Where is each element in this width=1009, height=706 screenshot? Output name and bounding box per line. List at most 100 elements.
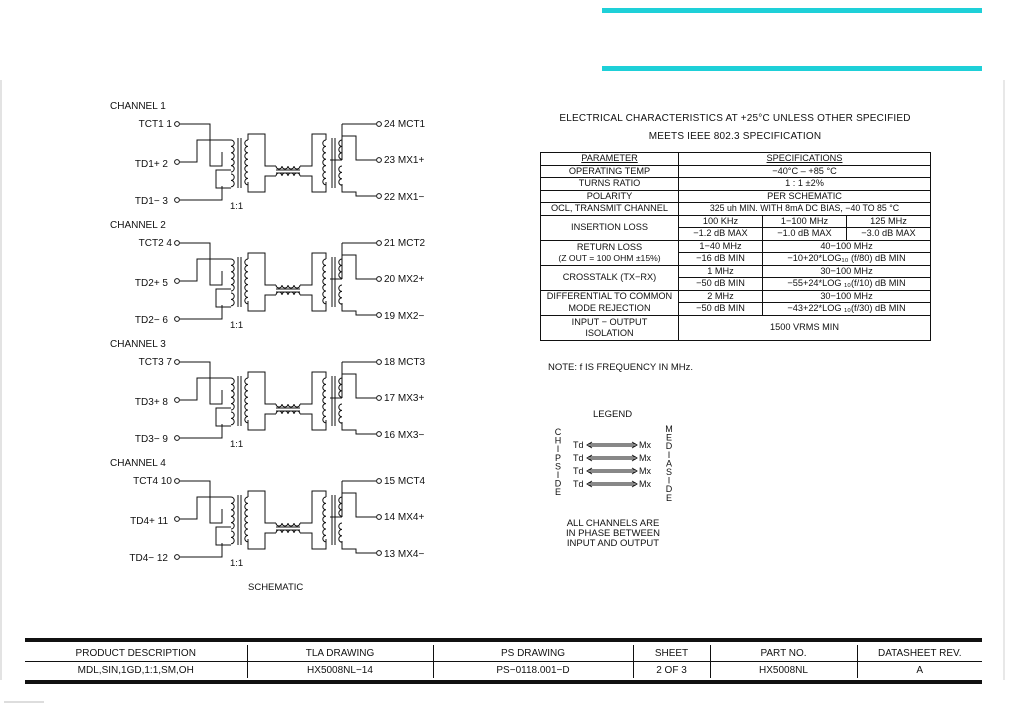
insertion-loss-freq-2: 1−100 MHz xyxy=(762,214,847,228)
coil-media-primary xyxy=(322,496,327,543)
channel-title: CHANNEL 3 xyxy=(110,339,166,350)
wire-media-plus xyxy=(341,135,364,161)
spec-polarity: PER SCHEMATIC xyxy=(678,189,931,203)
wire-right-bottom xyxy=(300,294,327,312)
chip-side-letter: I xyxy=(557,444,560,454)
media-side-letter: D xyxy=(666,441,673,451)
media-side-letter: I xyxy=(668,476,671,486)
electrical-subtitle: MEETS IEEE 802.3 SPECIFICATION xyxy=(648,131,822,142)
top-accent-bar xyxy=(602,8,982,13)
wire-primary-return xyxy=(215,169,231,189)
wire-media-plus xyxy=(341,373,364,399)
terminal-pin xyxy=(174,516,180,522)
tb-header-sheet: SHEET xyxy=(632,645,710,662)
title-block: PRODUCT DESCRIPTION TLA DRAWING PS DRAWI… xyxy=(25,645,982,678)
legend-arrow-head-left xyxy=(586,467,593,475)
param-ocl: OCL, TRANSMIT CHANNEL xyxy=(540,202,679,216)
param-cmr-line1: DIFFERENTIAL TO COMMON xyxy=(540,289,679,303)
legend-note-line2: IN PHASE BETWEEN xyxy=(566,528,660,539)
pin-label-mct: 18 MCT3 xyxy=(384,357,426,368)
coil-primary-lower xyxy=(230,411,235,426)
channel-title: CHANNEL 4 xyxy=(110,458,166,469)
choke-coil-bottom xyxy=(275,291,301,296)
pin-label-mx-plus: 14 MX4+ xyxy=(384,512,424,523)
tb-part-no: HX5008NL xyxy=(709,661,857,678)
terminal-pin xyxy=(376,312,382,318)
wire-right-bottom xyxy=(300,175,327,193)
wire-plus xyxy=(180,258,231,282)
pin-label-minus: TD3− 9 xyxy=(135,434,169,445)
tb-product-description: MDL,SIN,1GD,1:1,SM,OH xyxy=(25,661,247,678)
table-row: POLARITY PER SCHEMATIC xyxy=(540,189,931,203)
legend-mx-label: Mx xyxy=(639,453,651,463)
spec-isolation: 1500 VRMS MIN xyxy=(678,314,931,341)
coil-secondary xyxy=(244,377,249,424)
tb-header-datasheet-rev: DATASHEET REV. xyxy=(856,645,982,662)
coil-media-secondary-lower xyxy=(338,284,343,305)
cmr-value-2: −43+22*LOG ₁₀(f/30) dB MIN xyxy=(762,302,931,316)
turns-ratio-label: 1:1 xyxy=(230,558,243,569)
coil-secondary xyxy=(244,139,249,186)
choke-coil-top xyxy=(275,284,301,289)
coil-secondary xyxy=(244,496,249,543)
pin-label-mct: 15 MCT4 xyxy=(384,476,426,487)
terminal-pin xyxy=(376,395,382,401)
turns-ratio-label: 1:1 xyxy=(230,201,243,212)
pin-label-plus: TD4+ 11 xyxy=(130,516,168,527)
cmr-freq-1: 2 MHz xyxy=(678,289,763,303)
pin-label-mx-plus: 20 MX2+ xyxy=(384,274,424,285)
spec-turns-ratio: 1 : 1 ±2% xyxy=(678,177,931,191)
param-insertion-loss: INSERTION LOSS xyxy=(540,214,679,241)
return-loss-freq-1: 1−40 MHz xyxy=(678,239,763,253)
coil-media-primary xyxy=(322,258,327,305)
insertion-loss-value-2: −1.0 dB MAX xyxy=(762,227,847,241)
wire-right-top xyxy=(300,252,327,286)
wire-minus xyxy=(180,424,223,439)
wire-center-tap xyxy=(180,123,223,167)
wire-plus xyxy=(180,377,231,401)
coil-media-secondary-lower xyxy=(338,522,343,543)
coil-primary xyxy=(230,258,235,292)
wire-minus xyxy=(180,186,223,201)
wire-plus xyxy=(180,496,231,520)
electrical-title: ELECTRICAL CHARACTERISTICS AT +25°C UNLE… xyxy=(559,113,911,124)
pin-label-mx-minus: 16 MX3− xyxy=(384,430,424,441)
wire-sec-top xyxy=(247,252,276,286)
wire-sec-top xyxy=(247,133,276,167)
terminal-pin xyxy=(174,435,180,441)
terminal-pin xyxy=(174,240,180,246)
return-loss-label: RETURN LOSS xyxy=(576,241,643,252)
insertion-loss-value-1: −1.2 dB MAX xyxy=(678,227,763,241)
pin-label-minus: TD2− 6 xyxy=(135,315,169,326)
param-cmr-line2: MODE REJECTION xyxy=(540,302,679,316)
table-row: INSERTION LOSS 100 KHz 1−100 MHz 125 MHz xyxy=(540,214,931,241)
terminal-pin xyxy=(376,240,382,246)
wire-center-tap xyxy=(180,242,223,286)
coil-media-secondary xyxy=(338,258,343,279)
legend-arrow-head-right xyxy=(631,454,638,462)
wire-right-top xyxy=(300,133,327,167)
terminal-pin xyxy=(376,276,382,282)
choke-coil-bottom xyxy=(275,529,301,534)
title-block-top-rule xyxy=(25,638,982,642)
wire-sec-top xyxy=(247,371,276,405)
tb-header-ps-drawing: PS DRAWING xyxy=(432,645,633,662)
param-polarity: POLARITY xyxy=(540,189,679,203)
media-side-letter: M xyxy=(665,425,673,434)
return-loss-value-1: −16 dB MIN xyxy=(678,252,763,266)
legend-arrow-head-right xyxy=(631,480,638,488)
return-loss-freq-2: 40−100 MHz xyxy=(762,239,931,253)
table-row: INPUT − OUTPUT ISOLATION 1500 VRMS MIN xyxy=(540,314,931,341)
table-row: DIFFERENTIAL TO COMMON 2 MHz 30−100 MHz xyxy=(540,289,931,303)
frequency-note: NOTE: f IS FREQUENCY IN MHz. xyxy=(548,362,693,373)
wire-primary-return xyxy=(215,288,231,308)
terminal-pin xyxy=(376,478,382,484)
pin-label-minus: TD4− 12 xyxy=(129,553,168,564)
pin-label-mx-plus: 17 MX3+ xyxy=(384,393,424,404)
legend-note-line1: ALL CHANNELS ARE xyxy=(566,518,660,529)
wire-right-bottom xyxy=(300,532,327,550)
terminal-pin xyxy=(376,121,382,127)
